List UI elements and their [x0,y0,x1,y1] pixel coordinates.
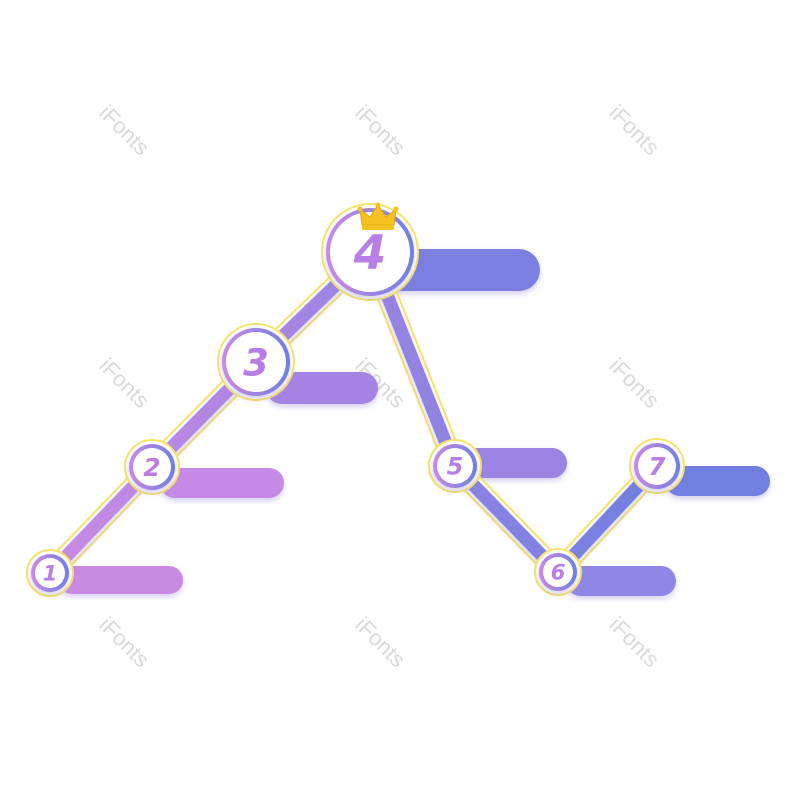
label-bar-3 [266,372,378,404]
node-face [638,447,676,485]
step-node-5: 5 [428,439,482,493]
step-number: 2 [143,453,160,482]
label-bar-2 [160,468,284,498]
node-face [226,332,286,392]
label-bars [58,249,770,596]
step-node-6: 6 [534,548,582,596]
label-bar-5 [463,448,567,478]
node-face [330,212,410,292]
track-gap [41,243,666,582]
crown-jewel [393,206,399,212]
step-number: 6 [551,561,566,585]
step-node-1: 1 [26,549,74,597]
step-number: 5 [447,453,464,481]
step-number: 1 [43,562,58,586]
step-number: 4 [353,226,387,281]
step-nodes: 1 2 3 4 5 6 7 [26,202,685,597]
label-bar-7 [665,466,770,496]
node-face [437,448,473,484]
label-bar-4 [380,249,540,291]
track-line [43,245,664,580]
crown-jewel [375,202,381,208]
node-face [35,558,65,588]
connector-track [39,241,668,584]
step-node-4: 4 [321,202,419,301]
track-outline [39,241,668,584]
step-node-3: 3 [217,323,295,401]
step-number: 7 [648,452,666,481]
step-node-7: 7 [629,438,685,494]
node-face [133,448,171,486]
node-face [543,557,573,587]
crown-jewel [357,206,363,212]
crown-band [362,225,394,230]
step-number: 3 [243,341,269,384]
step-node-2: 2 [124,439,180,495]
label-bar-6 [566,566,676,596]
label-bar-1 [58,566,183,594]
